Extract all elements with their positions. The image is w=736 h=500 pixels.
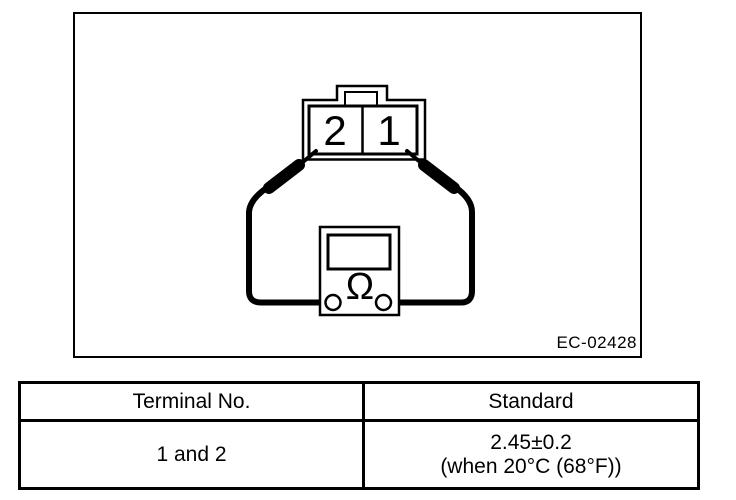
ohmmeter-left-jack bbox=[326, 295, 341, 310]
figure-code: EC-02428 bbox=[556, 333, 637, 352]
ohmmeter-display bbox=[328, 235, 390, 269]
table-row: 1 and 2 2.45±0.2 (when 20°C (68°F)) bbox=[18, 419, 700, 490]
ohmmeter-right-jack bbox=[376, 295, 391, 310]
right-test-probe bbox=[407, 151, 454, 188]
spec-table: Terminal No. Standard 1 and 2 2.45±0.2 (… bbox=[18, 381, 700, 490]
standard-condition: (when 20°C (68°F)) bbox=[440, 454, 622, 478]
connector: 2 1 bbox=[303, 86, 425, 160]
left-test-lead-wire bbox=[249, 187, 333, 303]
ohm-symbol-icon: Ω bbox=[346, 266, 374, 308]
table-header-row: Terminal No. Standard bbox=[18, 381, 700, 422]
col-header-standard: Standard bbox=[362, 381, 700, 422]
terminal-2-label: 2 bbox=[323, 107, 346, 154]
terminal-1-label: 1 bbox=[377, 107, 400, 154]
ohmmeter: Ω bbox=[320, 227, 399, 315]
col-header-terminal-no: Terminal No. bbox=[18, 381, 365, 422]
standard-cell: 2.45±0.2 (when 20°C (68°F)) bbox=[362, 419, 700, 490]
right-test-lead-wire bbox=[390, 187, 472, 303]
standard-value: 2.45±0.2 bbox=[490, 430, 572, 454]
left-test-probe bbox=[269, 151, 316, 188]
terminal-no-cell: 1 and 2 bbox=[18, 419, 365, 490]
